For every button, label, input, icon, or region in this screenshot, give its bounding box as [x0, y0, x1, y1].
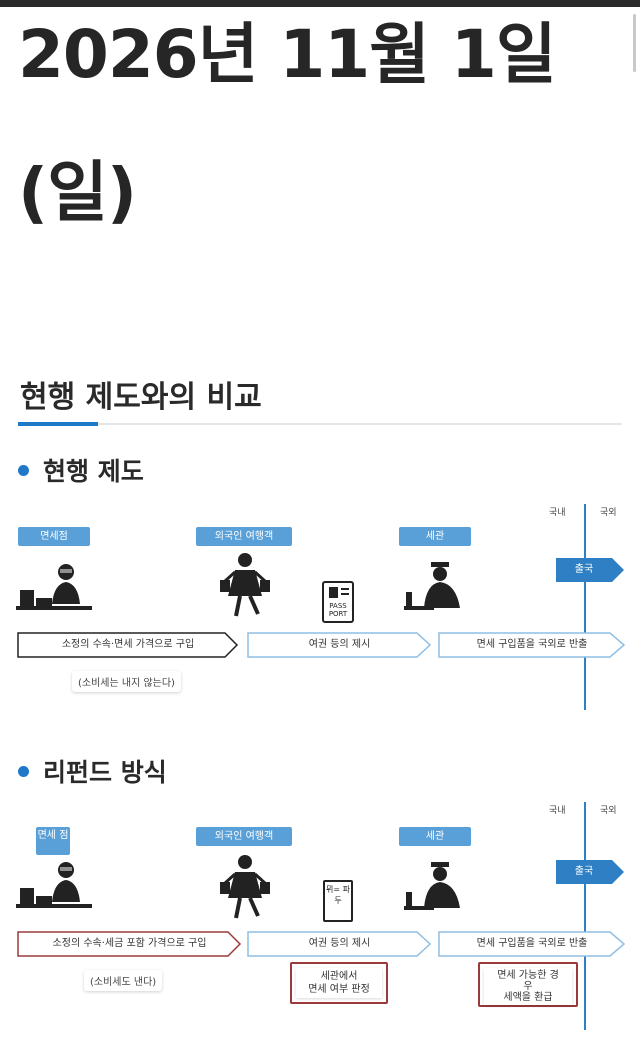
step-passport-label: 여권 등의 제시 [308, 938, 371, 949]
step-export-label: 면세 구입품을 국외로 반출 [476, 938, 588, 949]
duty-free-shop-tag: 면세 점 [36, 827, 70, 855]
step-arrow-shape [17, 931, 242, 957]
step-export: 면세 구입품을 국외로 반출 [438, 632, 626, 658]
foreign-traveler-tag: 외국인 여행객 [196, 527, 292, 546]
tax-note: (소비세도 낸다) [84, 970, 163, 991]
customs-tag: 세관 [399, 527, 471, 546]
traveler-icon [220, 553, 270, 617]
customs-judgement-box: 세관에서 면세 여부 판정 [290, 962, 388, 1004]
departure-label-box: 출국 [556, 860, 624, 884]
departure-label: 출국 [574, 866, 594, 877]
section-divider [98, 423, 622, 425]
step-passport: 여권 등의 제시 [247, 632, 432, 658]
step-passport-label: 여권 등의 제시 [308, 639, 371, 650]
traveler-icon [220, 855, 270, 919]
departure-arrow-icon [556, 558, 624, 582]
document-icon: 뮈= 파 두 [323, 880, 353, 922]
step-purchase: 소정의 수속·면세 가격으로 구입 [17, 632, 239, 658]
duty-free-shop-tag: 면세점 [18, 527, 90, 546]
svg-text:PORT: PORT [329, 610, 348, 618]
customs-officer-icon [404, 862, 460, 910]
current-system-title-text: 현행 제도 [43, 457, 144, 486]
border-line [584, 504, 586, 710]
step-purchase-label: 소정의 수속·세금 포함 가격으로 구입 [52, 938, 207, 949]
customs-judgement-text: 세관에서 면세 여부 판정 [296, 968, 382, 998]
departure-label-box: 출국 [556, 558, 624, 582]
domestic-label: 국내 [549, 806, 566, 816]
departure-arrow-icon [556, 860, 624, 884]
foreign-traveler-tag: 외국인 여행객 [196, 827, 292, 846]
tax-note: (소비세는 내지 않는다) [72, 671, 181, 692]
step-arrow-shape [247, 632, 432, 658]
bullet-icon [18, 464, 29, 476]
abroad-label: 국외 [600, 508, 617, 518]
step-arrow-shape [438, 632, 626, 658]
svg-text:PASS: PASS [329, 602, 347, 610]
customs-judgement-line1: 세관에서 [320, 971, 358, 982]
current-system-title: 현행 제도 [18, 452, 144, 488]
step-arrow-shape [438, 931, 626, 957]
date-heading: 2026년 11월 1일 [18, 16, 557, 93]
abroad-label: 국외 [600, 806, 617, 816]
clerk-icon [16, 564, 92, 610]
step-arrow-shape [17, 632, 239, 658]
customs-tag: 세관 [399, 827, 471, 846]
step-arrow-shape [247, 931, 432, 957]
step-export-label: 면세 구입품을 국외로 반출 [476, 639, 588, 650]
domestic-label: 국내 [549, 508, 566, 518]
clerk-icon [16, 862, 92, 908]
step-export: 면세 구입품을 국외로 반출 [438, 931, 626, 957]
refund-system-title-text: 리펀드 방식 [43, 758, 167, 787]
tax-refund-line1: 면세 가능한 경 [497, 970, 559, 981]
step-passport: 여권 등의 제시 [247, 931, 432, 957]
passport-icon: PASS PORT [322, 581, 354, 623]
scrollbar[interactable] [633, 14, 636, 72]
bullet-icon [18, 765, 29, 777]
tax-refund-box: 면세 가능한 경 우 세액을 환급 [478, 962, 578, 1007]
top-bar [0, 0, 640, 7]
tax-refund-text: 면세 가능한 경 우 세액을 환급 [484, 968, 572, 1005]
step-purchase: 소정의 수속·세금 포함 가격으로 구입 [17, 931, 242, 957]
customs-judgement-line2: 면세 여부 판정 [308, 984, 370, 995]
weekday-heading: (일) [18, 154, 137, 231]
border-line [584, 802, 586, 1030]
section-title: 현행 제도와의 비교 [20, 380, 262, 415]
section-underline [18, 422, 98, 426]
step-purchase-label: 소정의 수속·면세 가격으로 구입 [61, 639, 195, 650]
customs-officer-icon [404, 562, 460, 610]
tax-refund-line3: 세액을 환급 [503, 992, 553, 1003]
tax-refund-line2: 우 [523, 981, 533, 992]
refund-system-title: 리펀드 방식 [18, 753, 167, 789]
departure-label: 출국 [574, 564, 594, 575]
